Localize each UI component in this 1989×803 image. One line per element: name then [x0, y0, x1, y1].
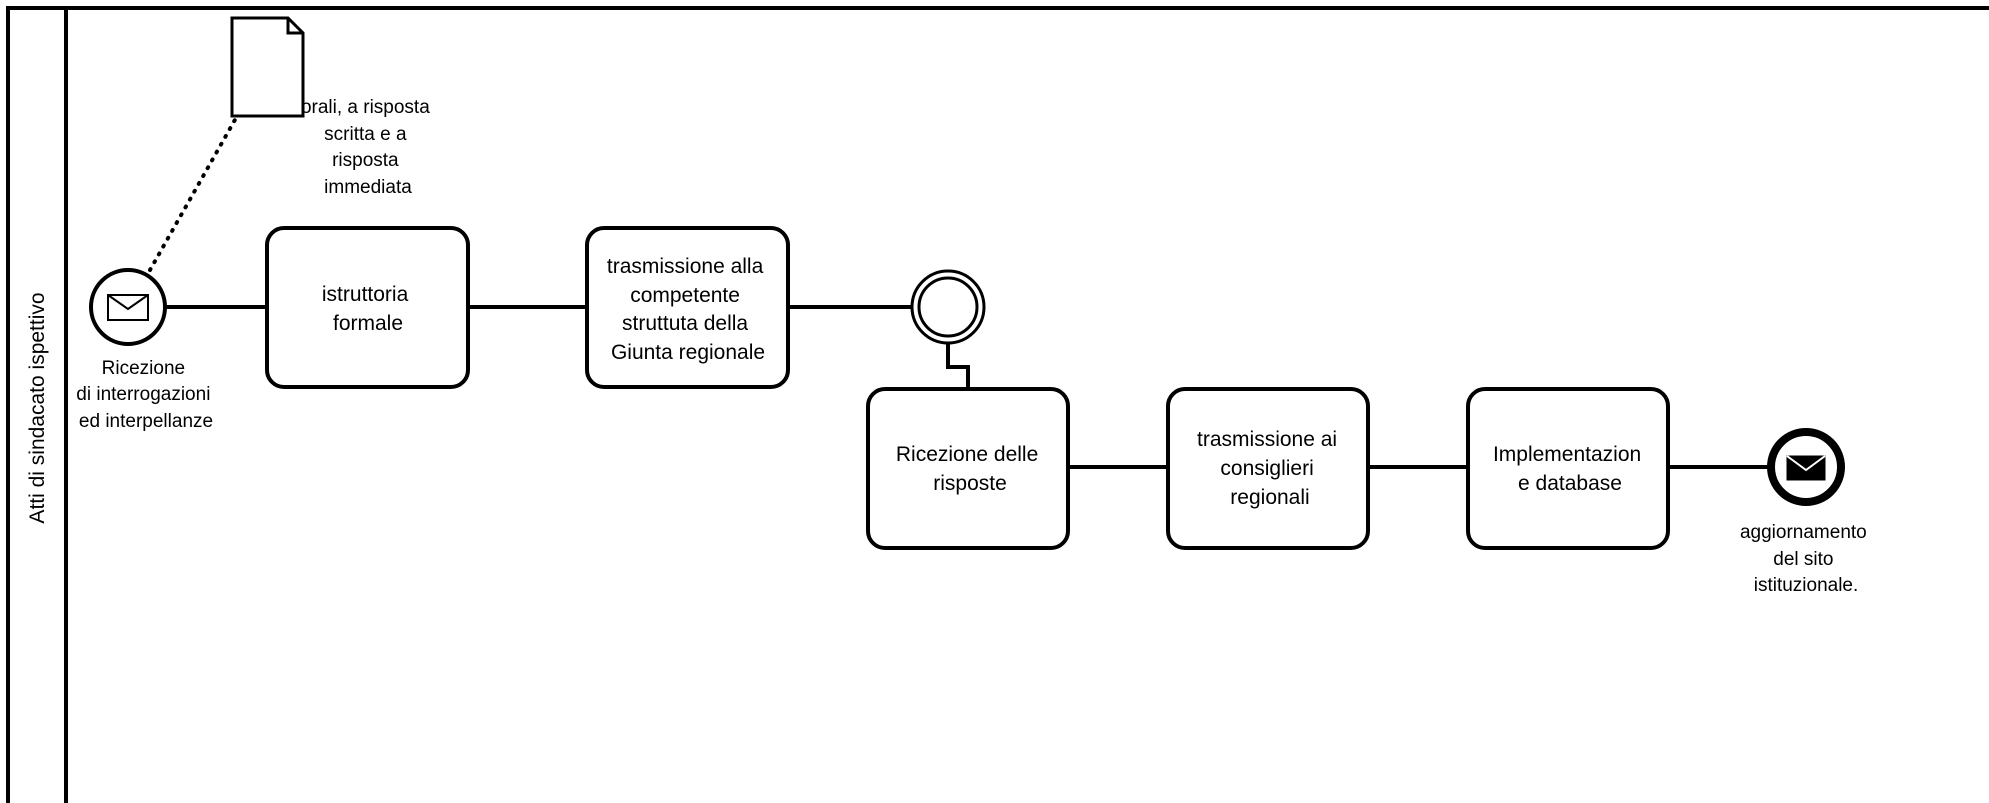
start-event-label-line: ed interpellanze [79, 411, 213, 432]
task-box [866, 387, 1070, 550]
task-implementazione-database[interactable]: Implementazion e database [1466, 387, 1670, 550]
task-label: Ricezione delle risposte [896, 443, 1044, 495]
task-ricezione-risposte[interactable]: Ricezione delle risposte [866, 387, 1070, 550]
data-object-label-line: orali, a risposta [301, 97, 430, 118]
task-label-line: formale [333, 312, 403, 335]
task-label: Implementazion e database [1493, 443, 1647, 495]
task-label: trasmissione ai consiglieri regionali [1197, 428, 1343, 509]
task-box [265, 226, 470, 389]
data-object-label: orali, a risposta scritta e a risposta i… [301, 97, 435, 198]
task-label-line: competente [630, 284, 740, 307]
data-object-label-line: scritta e a [324, 124, 407, 145]
data-object-label-line: risposta [332, 150, 399, 171]
task-label: trasmissione alla competente struttuta d… [607, 255, 769, 364]
association-line [148, 116, 238, 272]
end-event-label-line: del sito [1773, 549, 1833, 570]
task-label-line: e database [1518, 472, 1622, 495]
task-label: istruttoria formale [322, 283, 414, 335]
start-event-label-line: Ricezione [102, 358, 185, 379]
flow-intermediate-to-ricezione [946, 344, 970, 389]
end-event-label: aggiornamento del sito istituzionale. [1740, 522, 1872, 596]
start-event[interactable]: Ricezione di interrogazioni ed interpell… [76, 268, 215, 432]
task-box [1166, 387, 1370, 550]
end-event[interactable]: aggiornamento del sito istituzionale. [1740, 428, 1872, 596]
intermediate-inner-circle [917, 276, 979, 338]
task-label-line: consiglieri [1220, 457, 1313, 480]
end-event-label-line: istituzionale. [1754, 575, 1859, 596]
task-label-line: risposte [933, 472, 1007, 495]
task-label-line: regionali [1230, 486, 1309, 509]
envelope-filled-icon [1786, 455, 1826, 481]
task-box [1466, 387, 1670, 550]
start-event-label: Ricezione di interrogazioni ed interpell… [76, 358, 215, 432]
document-icon [230, 16, 305, 118]
envelope-icon [107, 294, 149, 321]
task-label-line: istruttoria [322, 283, 409, 306]
intermediate-event[interactable] [910, 269, 986, 345]
task-istruttoria-formale[interactable]: istruttoria formale [265, 226, 470, 389]
task-label-line: trasmissione alla [607, 255, 764, 278]
task-trasmissione-consiglieri[interactable]: trasmissione ai consiglieri regionali [1166, 387, 1370, 550]
task-label-line: trasmissione ai [1197, 428, 1337, 451]
task-box [585, 226, 790, 389]
data-object-label-line: immediata [324, 177, 412, 198]
lane-label: Atti di sindacato ispettivo [26, 292, 49, 523]
task-label-line: Giunta regionale [611, 341, 765, 364]
task-trasmissione-giunta[interactable]: trasmissione alla competente struttuta d… [585, 226, 790, 389]
task-label-line: Ricezione delle [896, 443, 1038, 466]
pool-frame [6, 6, 1989, 803]
sequence-flows [166, 305, 1769, 469]
start-event-label-line: di interrogazioni [76, 384, 210, 405]
task-label-line: Implementazion [1493, 443, 1641, 466]
end-event-label-line: aggiornamento [1740, 522, 1867, 543]
document-fold [286, 18, 303, 35]
task-label-line: struttuta della [622, 312, 748, 335]
data-object: orali, a risposta scritta e a risposta i… [230, 16, 435, 198]
